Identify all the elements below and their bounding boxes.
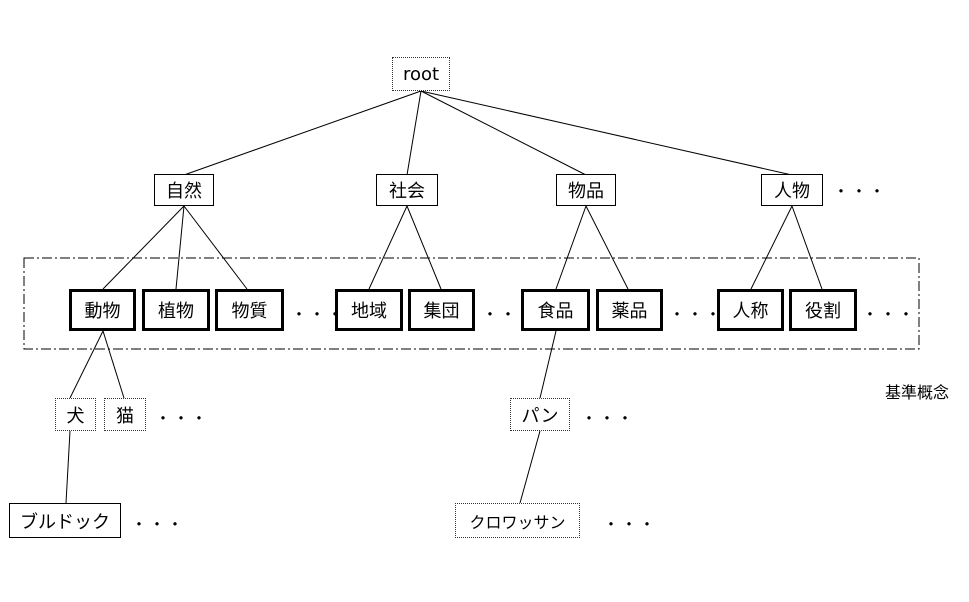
edge-goods-food xyxy=(555,205,587,290)
edge-root-society xyxy=(406,90,422,176)
node-group: 集団 xyxy=(408,289,475,331)
edge-society-region xyxy=(368,205,408,290)
node-society: 社会 xyxy=(376,174,438,206)
ellipsis-food: ・・・ xyxy=(581,409,636,428)
edge-nature-animal xyxy=(102,205,185,290)
edge-root-nature xyxy=(183,90,422,176)
node-personal: 人称 xyxy=(717,289,784,331)
ellipsis-level1: ・・・ xyxy=(833,182,888,201)
ellipsis-animal: ・・・ xyxy=(155,409,210,428)
edge-goods-medicine xyxy=(585,205,629,290)
node-food: 食品 xyxy=(521,289,590,331)
node-substance: 物質 xyxy=(215,289,284,331)
node-animal: 動物 xyxy=(69,289,136,331)
node-nature: 自然 xyxy=(154,174,214,206)
edge-animal-cat xyxy=(102,330,125,399)
node-role: 役割 xyxy=(789,289,857,331)
ellipsis-bread: ・・・ xyxy=(603,515,658,534)
node-cat: 猫 xyxy=(104,398,146,431)
node-bread: パン xyxy=(510,398,570,431)
ellipsis-dog: ・・・ xyxy=(131,515,186,534)
node-dog: 犬 xyxy=(55,398,96,431)
node-bulldog: ブルドック xyxy=(9,503,121,538)
ellipsis-goods: ・・・ xyxy=(669,305,724,324)
edge-person-role xyxy=(791,205,823,290)
node-medicine: 薬品 xyxy=(596,289,663,331)
base-concept-region xyxy=(23,257,920,350)
ellipsis-nature: ・・・ xyxy=(291,305,346,324)
edge-person-personal xyxy=(750,205,793,290)
edge-bread-croissant xyxy=(519,430,541,504)
node-person: 人物 xyxy=(761,174,823,206)
node-croissant: クロワッサン xyxy=(455,503,580,538)
edge-food-bread xyxy=(539,330,557,399)
node-region: 地域 xyxy=(335,289,403,331)
edge-nature-plant xyxy=(175,205,185,290)
node-plant: 植物 xyxy=(142,289,210,331)
node-goods: 物品 xyxy=(556,174,616,206)
base-concept-label: 基準概念 xyxy=(885,383,950,402)
edge-society-group xyxy=(406,205,442,290)
edge-root-person xyxy=(420,90,793,176)
ellipsis-person: ・・・ xyxy=(862,305,917,324)
node-root: root xyxy=(392,57,450,91)
edge-dog-bulldog xyxy=(65,430,71,504)
edge-root-goods xyxy=(420,90,587,176)
edge-nature-substance xyxy=(183,205,248,290)
edge-animal-dog xyxy=(69,330,104,399)
